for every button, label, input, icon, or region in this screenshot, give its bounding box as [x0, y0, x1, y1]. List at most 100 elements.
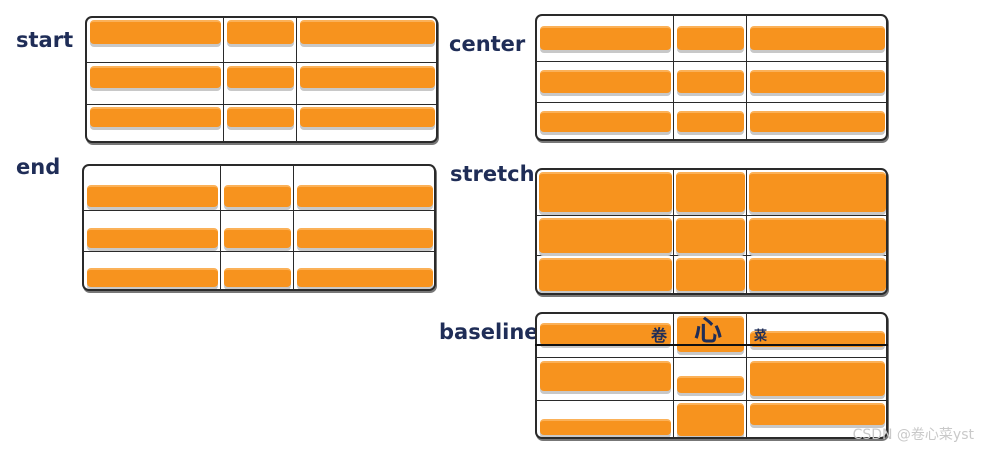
grid-cell	[674, 103, 747, 139]
grid-item	[540, 111, 671, 132]
baseline-glyph-right: 菜	[754, 329, 768, 344]
grid-item	[677, 26, 744, 50]
grid-item	[224, 185, 291, 207]
grid-item	[750, 26, 885, 50]
grid-item	[750, 403, 885, 425]
grid-cell	[537, 256, 674, 293]
grid-item	[297, 185, 433, 207]
grid-cell	[537, 62, 674, 103]
grid-item	[87, 185, 218, 207]
grid-item	[227, 20, 294, 44]
grid-baseline: 卷 心 菜	[535, 312, 888, 439]
grid-item	[227, 107, 294, 127]
grid-item	[677, 70, 744, 93]
grid-cell	[294, 166, 434, 211]
grid-item	[87, 268, 218, 287]
grid-cell	[537, 170, 674, 216]
grid-cell	[87, 63, 224, 105]
grid-item	[297, 268, 433, 287]
grid-cell	[747, 62, 886, 103]
grid-cell	[674, 256, 747, 293]
grid-item	[90, 66, 221, 88]
grid-item	[539, 172, 672, 212]
grid-cell	[224, 105, 297, 141]
grid-cell	[224, 18, 297, 63]
grid-cell	[674, 62, 747, 103]
grid-cell	[297, 18, 436, 63]
grid-item	[677, 376, 744, 393]
grid-item	[750, 70, 885, 93]
grid-center	[535, 14, 888, 141]
label-baseline: baseline	[439, 320, 539, 344]
grid-item	[540, 26, 671, 50]
grid-item	[90, 20, 221, 44]
grid-item	[227, 66, 294, 88]
grid-cell	[224, 63, 297, 105]
grid-cell	[84, 166, 221, 211]
baseline-glyph-left: 卷	[651, 326, 668, 345]
grid-item	[87, 228, 218, 248]
grid-cell	[747, 358, 886, 401]
grid-item	[539, 218, 672, 253]
grid-item	[749, 258, 886, 291]
grid-cell	[537, 103, 674, 139]
grid-cell	[537, 16, 674, 62]
grid-item	[540, 361, 671, 391]
grid-item	[90, 107, 221, 127]
grid-cell	[747, 216, 886, 256]
grid-cell	[747, 16, 886, 62]
grid-cell	[297, 63, 436, 105]
label-start: start	[16, 28, 74, 52]
grid-item	[677, 316, 744, 352]
grid-item	[749, 218, 886, 253]
grid-cell	[674, 216, 747, 256]
grid-cell	[537, 358, 674, 401]
grid-item	[676, 258, 745, 291]
grid-cell	[221, 211, 294, 252]
grid-cell	[221, 252, 294, 289]
baseline-glyph-middle: 心	[694, 314, 723, 347]
grid-cell	[537, 401, 674, 437]
label-end: end	[16, 155, 61, 179]
grid-item	[300, 20, 435, 44]
grid-start	[85, 16, 438, 143]
grid-cell	[537, 314, 674, 358]
label-center: center	[449, 32, 526, 56]
grid-cell	[221, 166, 294, 211]
grid-item	[540, 419, 671, 435]
grid-item	[539, 258, 672, 291]
grid-cell	[84, 252, 221, 289]
grid-cell	[674, 314, 747, 358]
grid-cell	[674, 16, 747, 62]
grid-cell	[747, 314, 886, 358]
grid-item	[224, 268, 291, 287]
label-stretch: stretch	[450, 162, 535, 186]
baseline-rule	[535, 344, 888, 346]
grid-item	[750, 111, 885, 132]
grid-item	[750, 361, 885, 396]
grid-item	[297, 228, 433, 248]
grid-cell	[87, 18, 224, 63]
grid-cell	[674, 401, 747, 437]
grid-cell	[537, 216, 674, 256]
grid-cell	[747, 170, 886, 216]
grid-item	[300, 107, 435, 127]
grid-item	[300, 66, 435, 88]
grid-stretch	[535, 168, 888, 295]
grid-end	[82, 164, 436, 291]
grid-item	[677, 403, 744, 436]
grid-item	[540, 323, 671, 345]
grid-item	[224, 228, 291, 248]
grid-item	[677, 111, 744, 132]
grid-cell	[87, 105, 224, 141]
grid-item	[750, 331, 885, 347]
grid-cell	[294, 211, 434, 252]
grid-item	[749, 172, 886, 212]
grid-item	[540, 70, 671, 93]
grid-item	[676, 172, 745, 212]
grid-cell	[674, 358, 747, 401]
grid-cell	[674, 170, 747, 216]
grid-item	[676, 218, 745, 253]
watermark: CSDN @卷心菜yst	[852, 427, 974, 443]
